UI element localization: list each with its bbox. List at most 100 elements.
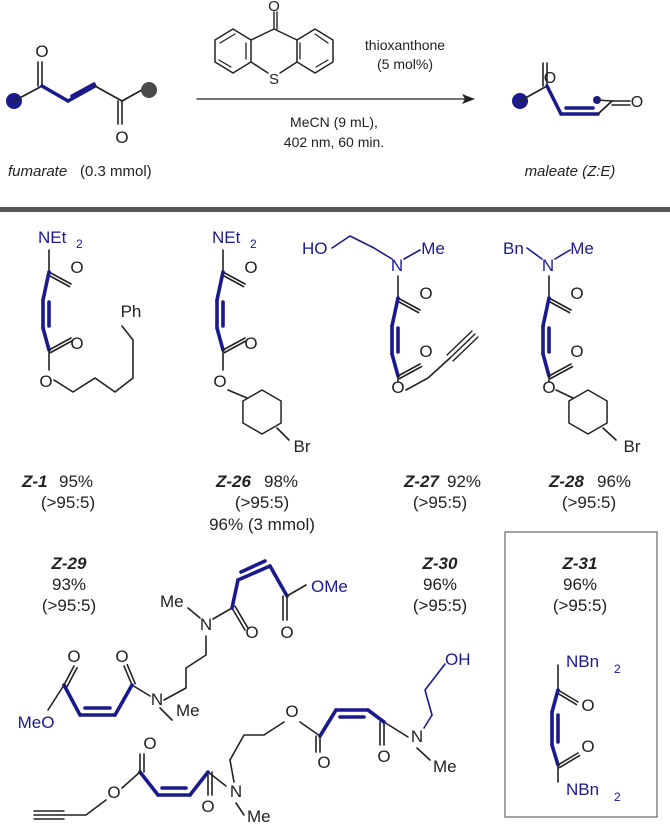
- bond-chain: [405, 357, 451, 391]
- compound-ratio: (>95:5): [42, 596, 96, 615]
- alkene-bond: [236, 564, 272, 582]
- double-bond-line: [123, 665, 133, 686]
- alkene-bond: [366, 708, 386, 724]
- bond-line: [596, 99, 613, 102]
- bond-line: [218, 59, 232, 68]
- compound-id: Z-1: [21, 472, 48, 491]
- oxygen-label: O: [35, 42, 48, 61]
- alkene-bond: [188, 770, 210, 797]
- compound-ratio: (>95:5): [235, 493, 289, 512]
- oxygen-label: O: [70, 258, 83, 277]
- alkene-bond: [40, 84, 70, 103]
- bond-line: [235, 802, 245, 816]
- bond-line: [373, 247, 393, 260]
- aryl-ring: [568, 389, 608, 435]
- alkene-bond: [550, 688, 560, 714]
- double-bond-line: [63, 665, 75, 686]
- alkene-bond: [215, 270, 225, 302]
- oxygen-label: O: [245, 623, 258, 642]
- alkene-bond: [62, 683, 82, 717]
- bond-line: [276, 427, 290, 441]
- compound-id: Z-26: [215, 472, 252, 491]
- subscript-label: 2: [76, 237, 83, 251]
- oxygen-label: O: [631, 94, 643, 111]
- bond-line: [219, 33, 236, 44]
- oxygen-label: O: [115, 647, 128, 666]
- compound-yield: 92%: [447, 472, 481, 491]
- bond-line: [416, 747, 431, 761]
- double-bond-line: [222, 271, 246, 285]
- substituent-dot-grey: [141, 82, 157, 98]
- oxygen-label: O: [581, 737, 594, 756]
- methyl-label: Me: [176, 701, 200, 720]
- bond-line: [446, 330, 473, 356]
- alkene-bond: [550, 743, 560, 767]
- bond-line: [273, 28, 298, 41]
- bond-line: [555, 389, 574, 399]
- double-bond-line: [48, 271, 72, 285]
- oxygen-label: O: [317, 753, 330, 772]
- compound-scaleup: 96% (3 mmol): [209, 515, 315, 534]
- oxygen-label: O: [201, 797, 214, 816]
- thioxanthone-structure: OS: [214, 0, 334, 88]
- oxygen-label: O: [67, 647, 80, 666]
- start-amount: (0.3 mmol): [80, 163, 152, 180]
- double-bond-line: [234, 605, 249, 630]
- oxygen-label: O: [268, 0, 280, 15]
- bond-line: [403, 249, 421, 260]
- compound-yield: 95%: [59, 472, 93, 491]
- bond-line: [121, 771, 141, 789]
- double-bond-line: [557, 689, 579, 703]
- double-bond-line: [231, 607, 246, 631]
- double-bond-line: [397, 297, 421, 311]
- oxygen-label: O: [244, 334, 257, 353]
- bond-line: [229, 759, 235, 783]
- benzyl-label: Bn: [503, 239, 524, 258]
- compound-id: Z-29: [51, 554, 88, 573]
- double-bond-line: [398, 365, 423, 380]
- compound-ratio: (>95:5): [562, 493, 616, 512]
- oxygen-label: O: [115, 128, 128, 147]
- alkene-bond: [390, 352, 400, 378]
- bond-line: [519, 85, 548, 102]
- hydroxyl-label: OH: [445, 650, 471, 669]
- bond-chain: [424, 663, 446, 716]
- amide-n-label: N: [542, 256, 554, 275]
- oxygen-label: O: [544, 70, 556, 87]
- amide-n-label: NBn: [566, 780, 599, 799]
- oxygen-label: O: [542, 378, 555, 397]
- compound-id: Z-27: [403, 472, 441, 491]
- alkene-bond: [70, 82, 96, 98]
- double-bond-line: [548, 297, 572, 311]
- alkene-bond: [66, 84, 97, 103]
- oxygen-label: O: [419, 284, 432, 303]
- amide-n-label: N: [411, 727, 423, 746]
- hydroxyl-label: HO: [302, 239, 328, 258]
- oxygen-label: O: [285, 702, 298, 721]
- compound-ratio: (>95:5): [41, 493, 95, 512]
- bond-line: [250, 28, 275, 41]
- oxygen-label: O: [280, 623, 293, 642]
- bond-line: [94, 85, 123, 102]
- double-bond-line: [46, 273, 71, 288]
- methyl-label: Me: [421, 239, 445, 258]
- double-bond-line: [49, 339, 74, 354]
- bond-line: [13, 85, 43, 102]
- oxygen-label: O: [570, 284, 583, 303]
- oxygen-label: O: [213, 372, 226, 391]
- alkene-bond: [268, 564, 289, 598]
- oxygen-label: O: [391, 378, 404, 397]
- amide-n-label: N: [230, 782, 242, 801]
- double-bond-line: [549, 365, 574, 380]
- oxygen-label: O: [70, 334, 83, 353]
- bond-line: [314, 33, 329, 44]
- alkene-bond: [318, 708, 338, 738]
- oxygen-label: O: [581, 696, 594, 715]
- bond-line: [597, 100, 613, 115]
